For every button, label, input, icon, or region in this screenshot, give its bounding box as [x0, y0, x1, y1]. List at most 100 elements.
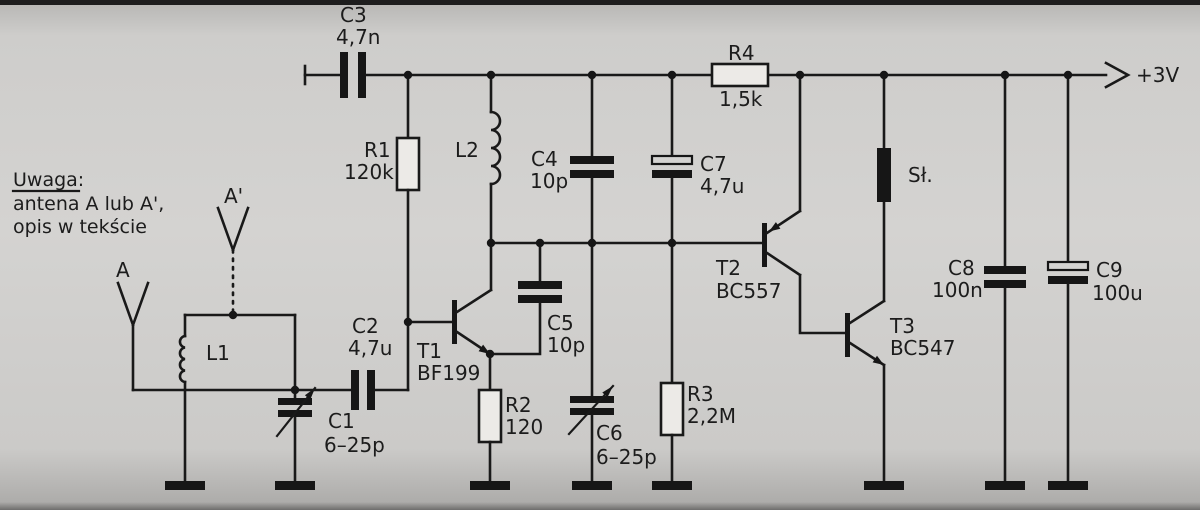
inductor-l2: L2 — [455, 73, 502, 245]
antenna-a-label: A — [116, 258, 130, 282]
capacitor-c9: C9 100u — [1046, 73, 1143, 483]
l2-ref-label: L2 — [455, 138, 479, 162]
capacitor-c2: C2 4,7u — [348, 314, 410, 410]
supply-voltage-label: +3V — [1136, 63, 1179, 87]
note-text: Uwaga: antena A lub A', opis w tekście — [11, 169, 164, 238]
r2-ref-label: R2 — [505, 393, 532, 417]
r4-value-label: 1,5k — [719, 87, 763, 111]
capacitor-c6: C6 6–25p — [567, 241, 657, 483]
c6-value-label: 6–25p — [596, 445, 657, 469]
c8-value-label: 100n — [932, 278, 983, 302]
ground-symbol — [652, 481, 692, 490]
c2-value-label: 4,7u — [348, 336, 392, 360]
capacitor-plate — [340, 52, 348, 98]
ground-symbol — [275, 481, 315, 490]
transistor-base-bar — [452, 300, 457, 344]
t2-ref-label: T2 — [715, 256, 741, 280]
antenna-a: A — [116, 258, 150, 392]
r4-ref-label: R4 — [728, 41, 755, 65]
c4-ref-label: C4 — [531, 147, 558, 171]
t1-ref-label: T1 — [416, 339, 442, 363]
power-rail: +3V — [364, 61, 1179, 89]
note-heading: Uwaga: — [13, 169, 84, 191]
capacitor-plate — [652, 170, 692, 178]
l1-ref-label: L1 — [206, 341, 230, 365]
capacitor-plate — [278, 398, 312, 405]
note-line1: antena A lub A', — [13, 193, 164, 215]
earphone-sl: Sł. — [877, 73, 933, 202]
capacitor-c4: C4 10p — [530, 73, 614, 245]
photo-edge-bottom — [0, 502, 1200, 510]
r3-ref-label: R3 — [687, 382, 714, 406]
r1-ref-label: R1 — [364, 138, 391, 162]
inductor-l1: L1 — [178, 313, 297, 483]
antenna-a-prime: A' — [216, 184, 250, 317]
resistor-body — [395, 136, 421, 192]
t2-value-label: BC557 — [716, 279, 782, 303]
resistor-r1: R1 120k — [344, 73, 454, 392]
c2-ref-label: C2 — [352, 314, 379, 338]
capacitor-plate-positive — [1046, 260, 1090, 272]
emitter-arrow — [769, 222, 781, 232]
r2-value-label: 120 — [505, 415, 543, 439]
c9-ref-label: C9 — [1096, 258, 1123, 282]
ground-symbol — [864, 481, 904, 490]
supply-arrow — [1104, 61, 1131, 89]
resistor-body — [710, 62, 770, 88]
ground-symbol — [572, 481, 612, 490]
c6-ref-label: C6 — [596, 421, 623, 445]
resistor-r4: R4 1,5k — [710, 41, 770, 111]
junction-dots — [228, 70, 1073, 395]
emitter-arrow — [872, 355, 884, 365]
capacitor-plate — [358, 52, 366, 98]
c3-value-label: 4,7n — [336, 25, 380, 49]
variable-arrow-head — [602, 386, 613, 398]
transistor-t3: T3 BC547 — [845, 200, 956, 483]
c5-value-label: 10p — [547, 333, 585, 357]
r1-value-label: 120k — [344, 160, 394, 184]
coil-turns — [178, 334, 187, 384]
transistor-base-bar — [762, 223, 767, 267]
ground-symbols — [165, 481, 1088, 490]
transistor-base-bar — [845, 313, 850, 357]
capacitor-plate — [984, 280, 1026, 288]
c1-ref-label: C1 — [328, 409, 355, 433]
c5-ref-label: C5 — [547, 311, 574, 335]
photo-edge-top — [0, 0, 1200, 5]
resistor-r3: R3 2,2M — [659, 241, 736, 483]
resistor-body — [477, 388, 503, 444]
ground-symbol — [470, 481, 510, 490]
capacitor-c8: C8 100n — [932, 73, 1026, 483]
c4-value-label: 10p — [530, 169, 568, 193]
capacitor-plate-positive — [650, 154, 694, 166]
capacitor-plate — [570, 170, 614, 178]
c7-value-label: 4,7u — [700, 174, 744, 198]
note-line2: opis w tekście — [13, 216, 147, 238]
capacitor-plate — [570, 396, 614, 403]
c7-ref-label: C7 — [700, 152, 727, 176]
capacitor-plate — [984, 266, 1026, 274]
coil-turns — [489, 110, 502, 186]
t1-value-label: BF199 — [417, 361, 480, 385]
capacitor-c3: C3 4,7n — [303, 3, 380, 98]
transistor-t1: T1 BF199 — [416, 241, 493, 392]
ground-symbol — [985, 481, 1025, 490]
capacitor-plate — [1048, 276, 1088, 284]
earphone-body — [877, 148, 891, 202]
ground-symbol — [165, 481, 205, 490]
capacitor-plate — [367, 370, 375, 410]
r3-value-label: 2,2M — [687, 404, 736, 428]
capacitor-plate — [518, 281, 562, 289]
capacitor-plate — [570, 156, 614, 164]
c8-ref-label: C8 — [948, 256, 975, 280]
capacitor-c7: C7 4,7u — [650, 73, 744, 245]
resistor-r2: R2 120 — [477, 388, 543, 483]
c3-ref-label: C3 — [340, 3, 367, 27]
t3-value-label: BC547 — [890, 336, 956, 360]
c9-value-label: 100u — [1092, 281, 1143, 305]
transistor-t2: T2 BC557 — [715, 73, 847, 335]
t3-ref-label: T3 — [889, 314, 915, 338]
capacitor-plate — [570, 408, 614, 415]
